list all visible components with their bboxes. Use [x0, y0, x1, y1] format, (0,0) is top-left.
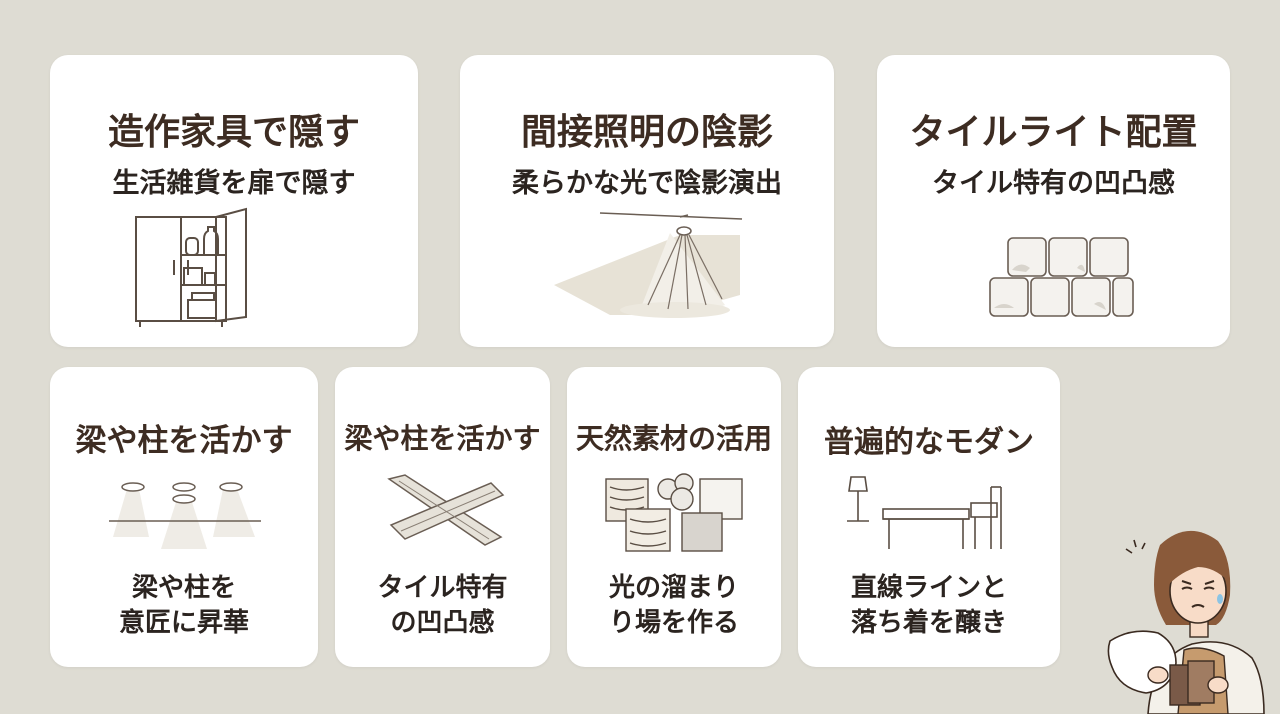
card-built-in-furniture: 造作家具で隠す 生活雑貨を扉で隠す [50, 55, 418, 347]
card-caption: 直線ラインと 落ち着を醸き [798, 571, 1060, 641]
card-universal-modern: 普遍的なモダン 直線ラインと 落ち着を醸き [798, 367, 1060, 667]
card-beams-pillars-1: 梁や柱を活かす 梁や柱を 意匠に昇華 [50, 367, 318, 667]
caption-line: 直線ラインと [850, 573, 1007, 603]
cabinet-icon [135, 207, 247, 327]
card-caption: タイル特有 の凹凸感 [335, 571, 550, 641]
card-title: 間接照明の陰影 [520, 112, 773, 153]
card-title: タイルライト配置 [909, 112, 1198, 153]
lamp-light-icon [554, 212, 743, 318]
modern-furniture-icon [847, 476, 1002, 549]
caption-line: タイル特有 [377, 573, 508, 603]
beams-icon [387, 474, 505, 546]
card-natural-materials: 天然素材の活用 光の溜まり り場を作る [567, 367, 781, 667]
card-subtitle: 生活雑貨を扉で隠す [112, 168, 356, 199]
card-title: 梁や柱を活かす [344, 422, 541, 455]
downlights-icon [109, 482, 261, 549]
card-subtitle: タイル特有の凹凸感 [932, 168, 1175, 199]
caption-line: の凹凸感 [390, 608, 495, 639]
card-caption: 光の溜まり り場を作る [567, 571, 781, 641]
worried-woman-illustration [1107, 530, 1265, 714]
caption-line: り場を作る [608, 608, 739, 639]
card-indirect-lighting: 間接照明の陰影 柔らかな光で陰影演出 [460, 55, 834, 347]
card-title: 普遍的なモダン [824, 425, 1034, 460]
materials-icon [605, 473, 743, 552]
caption-line: 梁や柱を [131, 573, 236, 603]
card-title: 梁や柱を活かす [75, 423, 293, 459]
tiles-icon [989, 237, 1134, 317]
card-beams-pillars-2: 梁や柱を活かす タイル特有 の凹凸感 [335, 367, 550, 667]
card-tile-light: タイルライト配置 タイル特有の凹凸感 [877, 55, 1230, 347]
card-title: 造作家具で隠す [107, 112, 360, 153]
card-subtitle: 柔らかな光で陰影演出 [512, 168, 782, 199]
caption-line: 意匠に昇華 [118, 608, 249, 639]
card-title: 天然素材の活用 [575, 422, 772, 455]
card-caption: 梁や柱を 意匠に昇華 [50, 571, 318, 641]
caption-line: 落ち着を醸き [850, 608, 1007, 639]
caption-line: 光の溜まり [608, 573, 739, 603]
